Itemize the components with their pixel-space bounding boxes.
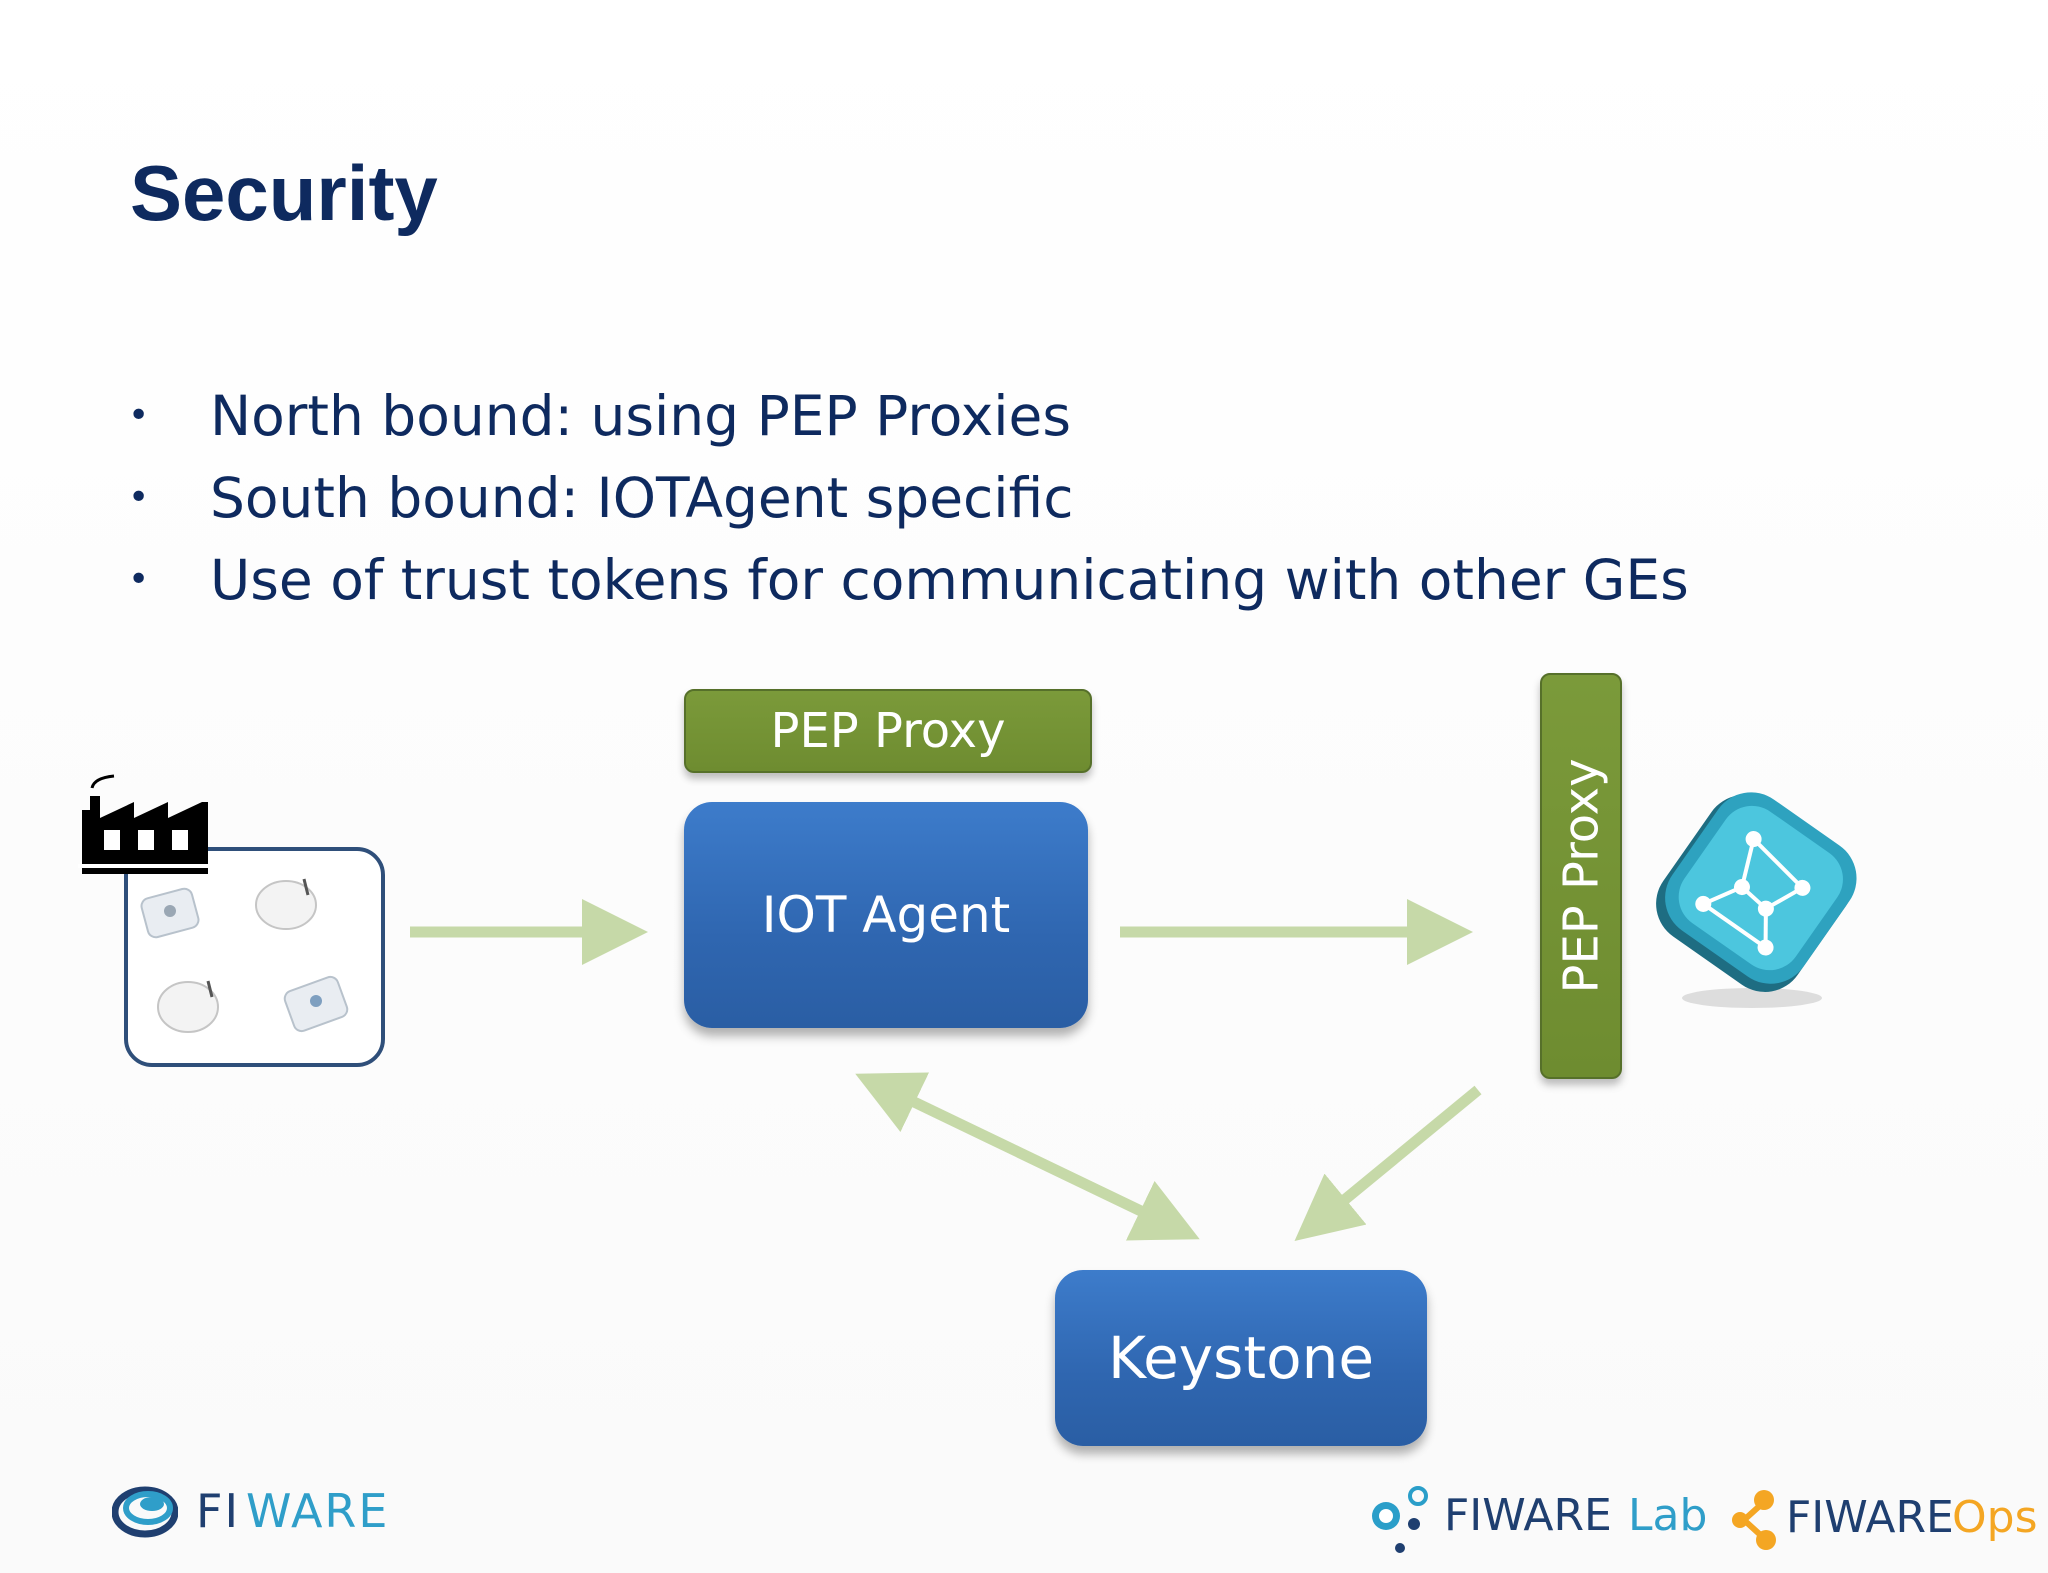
bullet-marker: • [128, 559, 150, 600]
pep-proxy-north-label: PEP Proxy [770, 703, 1006, 759]
slide-title: Security [130, 149, 438, 237]
fiware-lab-logo: FIWARE Lab [1366, 1482, 1708, 1554]
bullet-text: Use of trust tokens for communicating wi… [210, 548, 1689, 612]
arrow-pep-proxy-to-keystone [1294, 1085, 1482, 1241]
devices-box [124, 847, 385, 1067]
fiware-logo-icon [112, 1486, 178, 1538]
pep-proxy-north-box: PEP Proxy [684, 689, 1092, 773]
fiware-lab-logo-prefix: FIWARE [1444, 1490, 1612, 1541]
fiware-logo: FI WARE [112, 1480, 387, 1540]
bullet-text: South bound: IOTAgent specific [210, 466, 1074, 530]
fiware-lab-logo-suffix: Lab [1628, 1490, 1708, 1541]
fiware-logo-suffix: WARE [246, 1484, 390, 1538]
bullet-marker: • [128, 395, 150, 436]
bullet-item: • South bound: IOTAgent specific [128, 457, 1689, 539]
pep-proxy-side-label: PEP Proxy [1553, 758, 1609, 994]
bullet-marker: • [128, 477, 150, 518]
bullet-text: North bound: using PEP Proxies [210, 384, 1072, 448]
bullet-item: • North bound: using PEP Proxies [128, 375, 1689, 457]
fiware-ops-logo-suffix: Ops [1952, 1492, 2038, 1543]
bullet-list: • North bound: using PEP Proxies • South… [128, 375, 1689, 621]
fiware-ops-logo: FIWARE Ops [1724, 1484, 2038, 1554]
fiware-ops-logo-prefix: FIWARE [1786, 1492, 1954, 1543]
bullet-item: • Use of trust tokens for communicating … [128, 539, 1689, 621]
fiware-ops-logo-icon [1732, 1490, 1776, 1550]
iot-agent-box: IOT Agent [684, 802, 1088, 1028]
arrow-iot-agent-keystone [855, 1072, 1200, 1241]
keystone-label: Keystone [1107, 1324, 1375, 1392]
pep-proxy-side-box: PEP Proxy [1540, 673, 1622, 1079]
factory-icon [78, 774, 212, 874]
orion-context-broker-icon [1656, 792, 1857, 1008]
keystone-box: Keystone [1055, 1270, 1427, 1446]
iot-agent-label: IOT Agent [761, 886, 1011, 944]
fiware-lab-logo-icon [1372, 1486, 1428, 1553]
fiware-logo-prefix: FI [196, 1484, 241, 1538]
smart-plug-icon [140, 878, 349, 1033]
